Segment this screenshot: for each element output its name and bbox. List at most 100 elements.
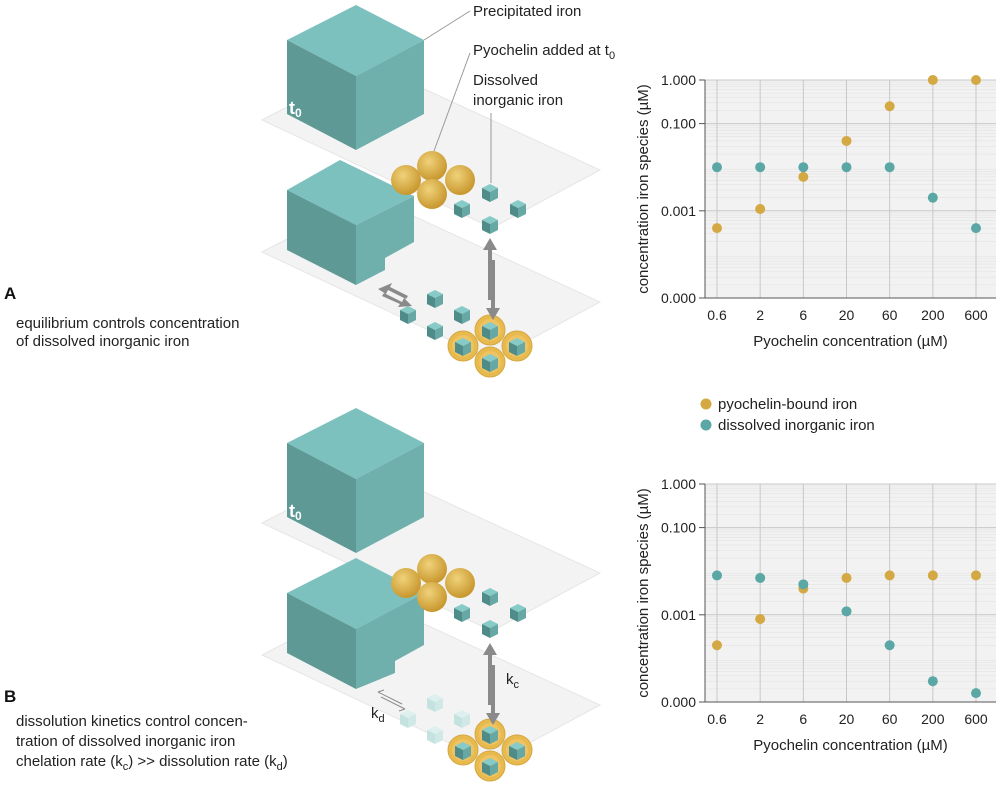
kinetic-arrows-vertical-b [483,643,500,725]
data-point-bound [884,101,895,112]
data-point-inorganic [755,572,766,583]
y-axis-label: concentration iron species (µM) [635,488,652,698]
data-point-bound [712,223,722,234]
dissolving-iron-cube-b [287,558,424,689]
legend: pyochelin-bound iron dissolved inorganic… [700,396,875,434]
data-point-bound [712,640,722,651]
bound-iron-sphere [474,750,506,782]
kc-label: kc [506,671,520,691]
data-point-inorganic [798,162,809,173]
pyochelin-sphere [445,165,475,195]
x-axis-label: Pyochelin concentration (µM) [753,737,948,754]
pyochelin-sphere [391,165,421,195]
data-point-bound [927,570,938,581]
x-tick-label: 600 [964,711,988,727]
data-point-inorganic [927,192,938,203]
leader-precipitated [423,10,471,41]
bound-iron-sphere [501,330,533,362]
t0-label-b: t0 [289,501,302,523]
data-point-inorganic [927,676,938,687]
data-point-bound [841,135,852,146]
bound-iron-sphere [501,734,533,766]
pyochelin-sphere [391,568,421,598]
data-point-bound [927,75,938,85]
y-tick-label: 0.001 [661,607,696,623]
chart-panel-b: 1.000 0.100 0.001 0.000 0.6 2 6 20 60 200 600Pyoch… [635,476,996,754]
y-tick-label: 1.000 [661,476,696,492]
data-point-inorganic [971,688,981,699]
panel-b-caption-line3: chelation rate (kc) >> dissolution rate … [16,753,288,773]
bound-iron-sphere [447,734,479,766]
pyochelin-sphere [417,554,447,584]
legend-label-bound: pyochelin-bound iron [718,396,857,413]
data-point-inorganic [884,640,895,651]
x-tick-label: 200 [921,307,945,323]
bound-iron-sphere [474,346,506,378]
pyochelin-sphere [417,151,447,181]
dissolving-iron-cube-a [287,160,414,285]
y-tick-label: 1.000 [661,72,696,88]
data-point-inorganic [755,162,766,173]
label-dissolved-line1: Dissolved [473,72,538,89]
t0-label-a: t0 [289,98,302,120]
x-tick-label: 20 [839,711,855,727]
label-precipitated-iron: Precipitated iron [473,3,581,20]
panel-a-caption-line2: of dissolved inorganic iron [16,333,189,350]
x-tick-label: 600 [964,307,988,323]
x-tick-label: 0.6 [707,711,727,727]
label-pyochelin-added: Pyochelin added at t0 [473,42,615,62]
x-tick-label: 2 [756,307,764,323]
panel-b-caption-line2: tration of dissolved inorganic iron [16,733,235,750]
x-tick-label: 20 [839,307,855,323]
data-point-inorganic [712,570,722,581]
kd-label: kd [371,705,385,725]
pyochelin-sphere [445,568,475,598]
label-dissolved-line2: inorganic iron [473,92,563,109]
x-tick-label: 200 [921,711,945,727]
data-point-inorganic [798,579,809,590]
y-axis-label: concentration iron species (µM) [635,84,652,294]
x-tick-label: 6 [799,711,807,727]
bound-iron-sphere [474,718,506,750]
x-tick-label: 6 [799,307,807,323]
data-point-bound [971,570,981,581]
plot-area [705,484,996,702]
y-tick-label: 0.000 [661,290,696,306]
panel-a-diagram: t0 [4,3,615,378]
panel-b-caption-line1: dissolution kinetics control concen- [16,713,248,730]
x-tick-label: 60 [882,307,898,323]
panel-a-caption-line1: equilibrium controls concentration [16,315,239,332]
equilibrium-arrows-horizontal-a [378,283,412,307]
data-point-inorganic [841,606,852,617]
panel-a-letter: A [4,284,16,303]
precipitated-iron-cube-a [287,5,424,150]
data-point-inorganic [712,162,722,173]
data-point-inorganic [884,162,895,173]
x-tick-label: 60 [882,711,898,727]
data-point-bound [798,171,809,182]
bound-iron-sphere [447,330,479,362]
data-point-inorganic [841,162,852,173]
legend-label-inorganic: dissolved inorganic iron [718,417,875,434]
data-point-bound [755,203,766,214]
legend-swatch-bound [700,398,712,410]
panel-b-diagram: t0 kc kd [4,408,602,782]
pyochelin-sphere [417,179,447,209]
data-point-bound [841,572,852,583]
y-tick-label: 0.001 [661,203,696,219]
y-tick-label: 0.100 [661,116,696,132]
x-tick-label: 0.6 [707,307,727,323]
data-point-bound [884,570,895,581]
leader-pyochelin [433,52,471,152]
y-tick-label: 0.000 [661,694,696,710]
legend-swatch-inorganic [700,419,712,431]
data-point-bound [971,75,981,85]
kinetic-arrows-horizontal-b [377,689,406,712]
plot-area [705,80,996,298]
bound-iron-sphere [474,314,506,346]
y-tick-label: 0.100 [661,520,696,536]
equilibrium-arrows-vertical-a [483,238,500,320]
x-tick-label: 2 [756,711,764,727]
